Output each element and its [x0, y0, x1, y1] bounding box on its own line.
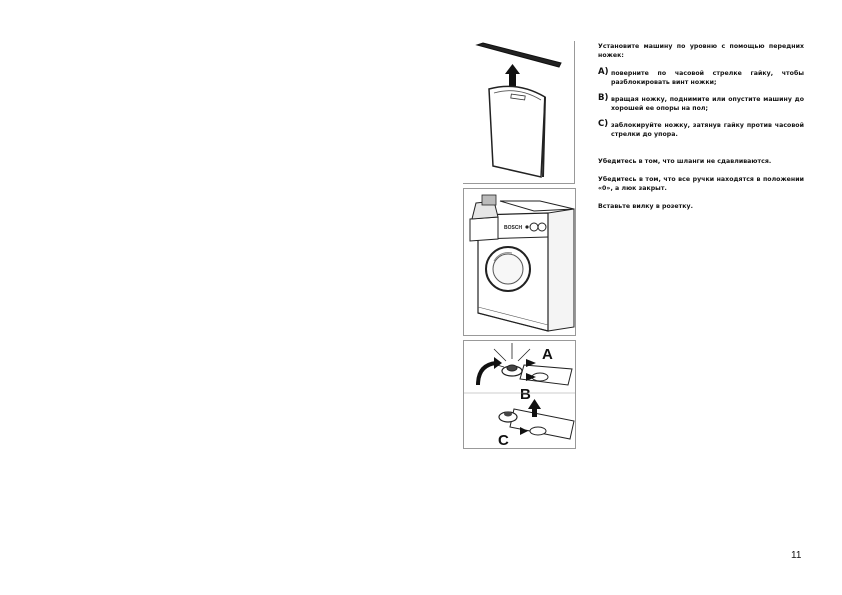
foot-adjustment-drawing: A B C — [464, 343, 575, 448]
page-number: 11 — [791, 550, 802, 561]
brand-label: BOSCH — [504, 225, 522, 231]
leveling-intro: Установите машину по уровню с помощью пе… — [598, 43, 804, 59]
washing-machine-illustration: BOSCH — [463, 188, 576, 336]
step-c: C) заблокируйте ножку, затянув гайку про… — [598, 119, 804, 139]
step-b-text: вращая ножку, поднимите или опустите маш… — [611, 96, 804, 112]
hoses-note: Убедитесь в том, что шланги не сдавливаю… — [598, 158, 772, 165]
panel-removal-drawing — [475, 42, 562, 178]
step-b: B) вращая ножку, поднимите или опустите … — [598, 93, 804, 113]
up-arrow-icon — [509, 73, 516, 87]
instructions-column: Установите машину по уровню с помощью пе… — [598, 42, 804, 220]
knobs-note: Убедитесь в том, что все ручки находятся… — [598, 176, 804, 192]
step-a: A) поверните по часовой стрелке гайку, ч… — [598, 67, 804, 87]
plug-note: Вставьте вилку в розетку. — [598, 203, 694, 210]
foot-adjustment-illustration: A B C — [463, 340, 576, 449]
step-a-text: поверните по часовой стрелке гайку, чтоб… — [611, 70, 804, 86]
label-c: C — [498, 432, 509, 448]
step-c-letter: C) — [598, 119, 609, 129]
step-b-letter: B) — [598, 93, 609, 103]
label-b: B — [520, 386, 531, 403]
panel-removal-illustration — [463, 41, 575, 184]
label-a: A — [542, 346, 553, 363]
step-a-letter: A) — [598, 67, 609, 77]
washing-machine-drawing: BOSCH — [469, 194, 575, 332]
step-c-text: заблокируйте ножку, затянув гайку против… — [611, 122, 804, 138]
